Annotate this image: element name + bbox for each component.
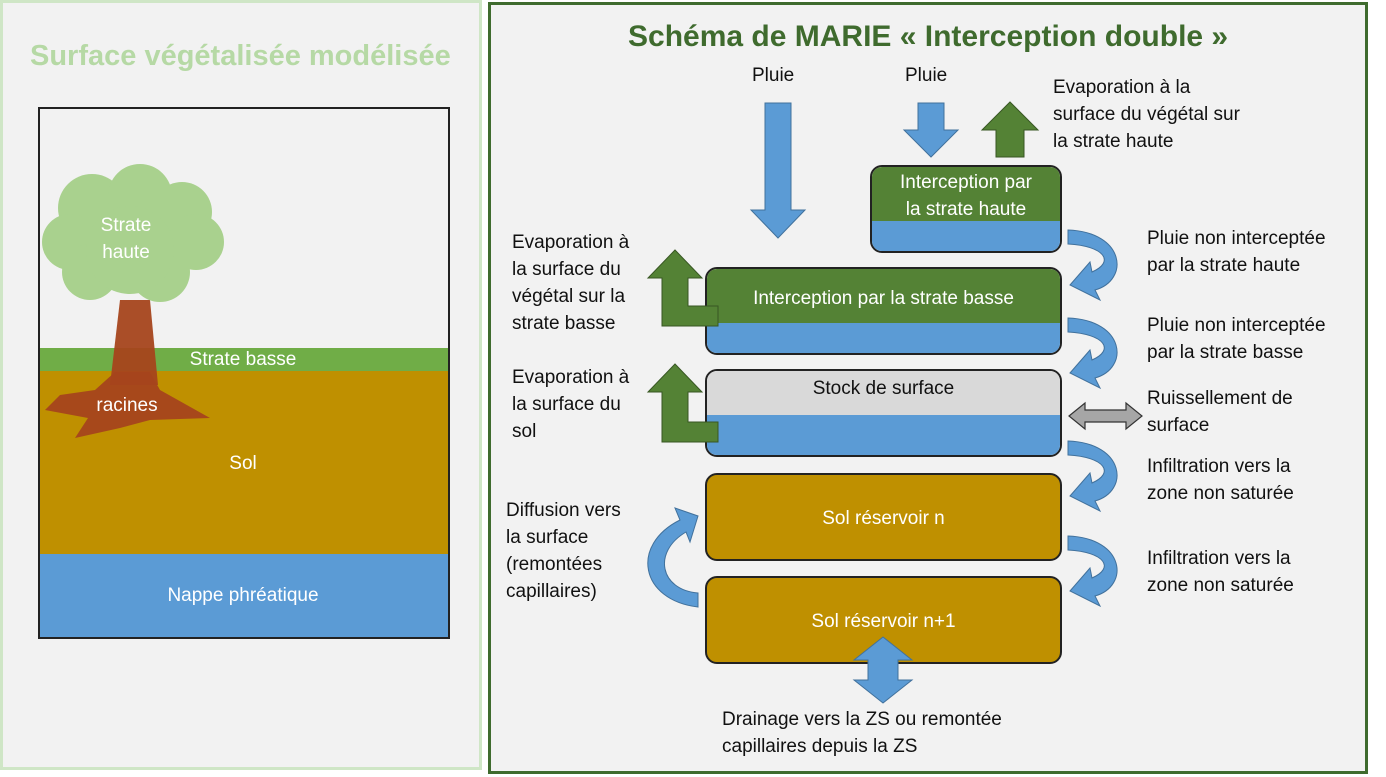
groundwater-layer: [40, 554, 448, 637]
interception-basse-box: Interception par la strate basse: [705, 267, 1062, 355]
stock-surface-box: Stock de surface: [705, 369, 1062, 457]
evap-basse-label: Evaporation à la surface du végétal sur …: [512, 232, 630, 334]
right-panel-title: Schéma de MARIE « Interception double »: [628, 20, 1229, 53]
rain-arrow-2: [902, 102, 960, 158]
drainage-label: Drainage vers la ZS ou remontée capillai…: [722, 709, 1002, 757]
sol-reservoir-n1-label: Sol réservoir n+1: [811, 611, 956, 632]
evap-haute-label: Evaporation à la surface du végétal sur …: [1053, 77, 1240, 152]
sol-reservoir-n-box: Sol réservoir n: [705, 473, 1062, 561]
racines-label: racines: [96, 395, 158, 416]
rain-arrow-1: [749, 102, 807, 239]
infiltration-label-2: Infiltration vers la zone non saturée: [1147, 548, 1294, 596]
infiltration-label-1: Infiltration vers la zone non saturée: [1147, 456, 1294, 504]
curved-arrow-infiltration-1: [1067, 440, 1118, 513]
pluie-label-2: Pluie: [905, 65, 948, 86]
pluie-non-basse-label: Pluie non interceptée par la strate bass…: [1147, 315, 1326, 363]
pluie-non-haute-label: Pluie non interceptée par la strate haut…: [1147, 228, 1326, 276]
evap-basse-arrow: [646, 249, 719, 327]
canopy-shape: [42, 164, 224, 302]
curved-arrow-pluie-basse: [1067, 317, 1118, 390]
nappe-label: Nappe phréatique: [167, 585, 319, 606]
interception-basse-label: Interception par la strate basse: [753, 288, 1014, 309]
evap-sol-label: Evaporation à la surface du sol: [512, 367, 630, 442]
evap-haute-arrow: [980, 101, 1040, 158]
diffusion-label: Diffusion vers la surface (remontées cap…: [506, 500, 621, 602]
strate-haute-label: Strate haute: [100, 215, 152, 263]
interception-haute-label: Interception par la strate haute: [899, 172, 1033, 220]
sol-label: Sol: [229, 453, 257, 474]
stock-surface-label: Stock de surface: [812, 378, 955, 399]
evap-sol-arrow: [646, 363, 719, 443]
left-panel-title: Surface végétalisée modélisée: [30, 40, 451, 72]
ruissellement-arrow: [1068, 401, 1143, 431]
interception-haute-box: Interception par la strate haute: [870, 165, 1062, 253]
drainage-arrow: [852, 636, 914, 704]
roots-shape: [45, 372, 210, 438]
pluie-label-1: Pluie: [752, 65, 795, 86]
ruissellement-label: Ruissellement de surface: [1147, 388, 1293, 436]
curved-arrow-pluie-haute: [1067, 229, 1118, 302]
curved-arrow-diffusion: [647, 507, 699, 608]
sol-reservoir-n-label: Sol réservoir n: [822, 508, 945, 529]
trunk-shape: [110, 300, 158, 385]
curved-arrow-infiltration-2: [1067, 535, 1118, 608]
sol-reservoir-n1-box: Sol réservoir n+1: [705, 576, 1062, 664]
strate-basse-label: Strate basse: [189, 349, 297, 370]
